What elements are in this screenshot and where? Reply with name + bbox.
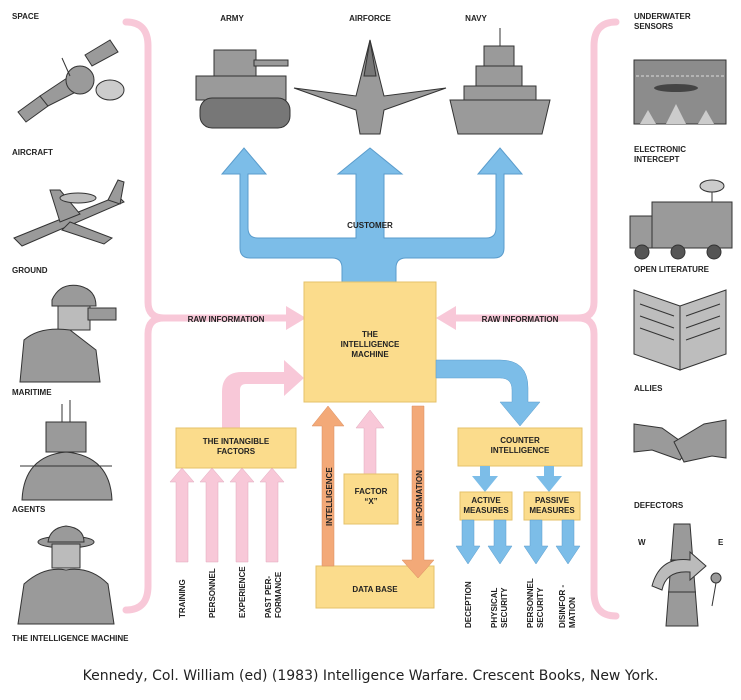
label-physical: PHYSICAL: [490, 587, 499, 628]
customer-arrow: [220, 147, 524, 283]
label-personnel-sec: PERSONNEL: [526, 578, 535, 628]
measure-output-arrows: [455, 519, 581, 565]
label-customer: CUSTOMER: [347, 221, 393, 230]
counter-split-arrows: [472, 466, 562, 492]
label-experience: EXPERIENCE: [238, 566, 247, 618]
label-space: SPACE: [12, 12, 40, 21]
factor-x-box: [343, 473, 399, 525]
intercept-truck-icon: [629, 179, 733, 260]
underwater-sensor-icon: [633, 59, 727, 125]
label-passive: PASSIVE: [535, 496, 570, 505]
label-machine-line3: MACHINE: [351, 350, 389, 359]
label-active-measures: MEASURES: [463, 506, 509, 515]
agent-trenchcoat-icon: [17, 525, 115, 625]
label-underwater: UNDERWATER: [634, 12, 691, 21]
left-sources: SPACE AIRCRAFT GROUND MARITIME: [12, 12, 129, 643]
label-deception: DECEPTION: [464, 581, 473, 628]
label-raw-information-right: RAW INFORMATION: [482, 315, 559, 324]
label-defectors: DEFECTORS: [634, 501, 684, 510]
label-training: TRAINING: [178, 579, 187, 618]
handshake-icon: [633, 419, 727, 463]
label-sensors: SENSORS: [634, 22, 674, 31]
left-raw-information-arrowhead: [286, 306, 306, 330]
label-factor: FACTOR: [355, 487, 388, 496]
left-raw-information-bracket: [122, 18, 290, 614]
right-raw-information-bracket: [452, 18, 620, 620]
intelligence-machine-box: [303, 281, 437, 403]
label-counter-title2: INTELLIGENCE: [491, 446, 550, 455]
label-army: ARMY: [220, 14, 244, 23]
label-airforce: AIRFORCE: [349, 14, 391, 23]
label-intangible-title2: FACTORS: [217, 447, 256, 456]
factor-x-arrow: [355, 409, 385, 475]
awacs-aircraft-icon: [13, 179, 125, 247]
label-past-performance-2: FORMANCE: [274, 571, 283, 618]
active-measures-box: [459, 491, 513, 521]
label-data-base: DATA BASE: [352, 585, 398, 594]
label-machine-line2: INTELLIGENCE: [341, 340, 400, 349]
passive-measures-box: [523, 491, 581, 521]
defector-tower-icon: [651, 523, 722, 627]
label-personnel-security: SECURITY: [536, 587, 545, 628]
label-allies: ALLIES: [634, 384, 663, 393]
customers: ARMY AIRFORCE NAVY: [195, 14, 551, 135]
label-machine-line1: THE: [362, 330, 379, 339]
machine-to-counter-arrow: [435, 359, 541, 427]
label-aircraft: AIRCRAFT: [12, 148, 53, 157]
intangible-input-arrows: [169, 467, 285, 563]
intangible-factors-box: [175, 427, 297, 469]
battleship-icon: [449, 28, 551, 135]
label-open-literature: OPEN LITERATURE: [634, 265, 710, 274]
right-sources: UNDERWATER SENSORS ELECTRONIC INTERCEPT …: [629, 12, 733, 627]
label-maritime: MARITIME: [12, 388, 52, 397]
label-compass-east: E: [718, 538, 724, 547]
citation-caption: Kennedy, Col. William (ed) (1983) Intell…: [82, 668, 659, 684]
label-active: ACTIVE: [471, 496, 501, 505]
label-passive-measures: MEASURES: [529, 506, 575, 515]
label-personnel: PERSONNEL: [208, 568, 217, 618]
label-disinfor: DISINFOR -: [558, 585, 567, 628]
label-the-intelligence-machine: THE INTELLIGENCE MACHINE: [12, 634, 129, 643]
right-raw-information-arrowhead: [436, 306, 456, 330]
label-raw-information-left: RAW INFORMATION: [188, 315, 265, 324]
label-navy: NAVY: [465, 14, 487, 23]
satellite-icon: [17, 39, 125, 123]
fighter-jet-icon: [293, 39, 447, 135]
label-electronic: ELECTRONIC: [634, 145, 686, 154]
label-disinformation: MATION: [568, 597, 577, 628]
intangible-to-machine-arrow: [222, 360, 304, 428]
label-physical-security: SECURITY: [500, 587, 509, 628]
soldier-binoculars-icon: [19, 284, 117, 383]
label-counter-title1: COUNTER: [500, 436, 540, 445]
label-agents: AGENTS: [12, 505, 46, 514]
open-book-icon: [633, 289, 727, 371]
counter-intelligence-box: [457, 427, 583, 467]
label-past-performance-1: PAST PER-: [264, 576, 273, 618]
label-intelligence: INTELLIGENCE: [325, 467, 334, 526]
label-intercept: INTERCEPT: [634, 155, 679, 164]
intelligence-arrow: [311, 405, 345, 567]
label-factor-x: “X”: [364, 497, 377, 506]
label-ground: GROUND: [12, 266, 48, 275]
label-information: INFORMATION: [415, 470, 424, 526]
intelligence-machine-diagram: SPACE AIRCRAFT GROUND MARITIME: [12, 12, 733, 643]
information-arrow: [401, 405, 435, 579]
label-intangible-title1: THE INTANGIBLE: [203, 437, 270, 446]
submarine-icon: [20, 400, 113, 501]
tank-icon: [195, 49, 291, 129]
label-compass-west: W: [638, 538, 646, 547]
